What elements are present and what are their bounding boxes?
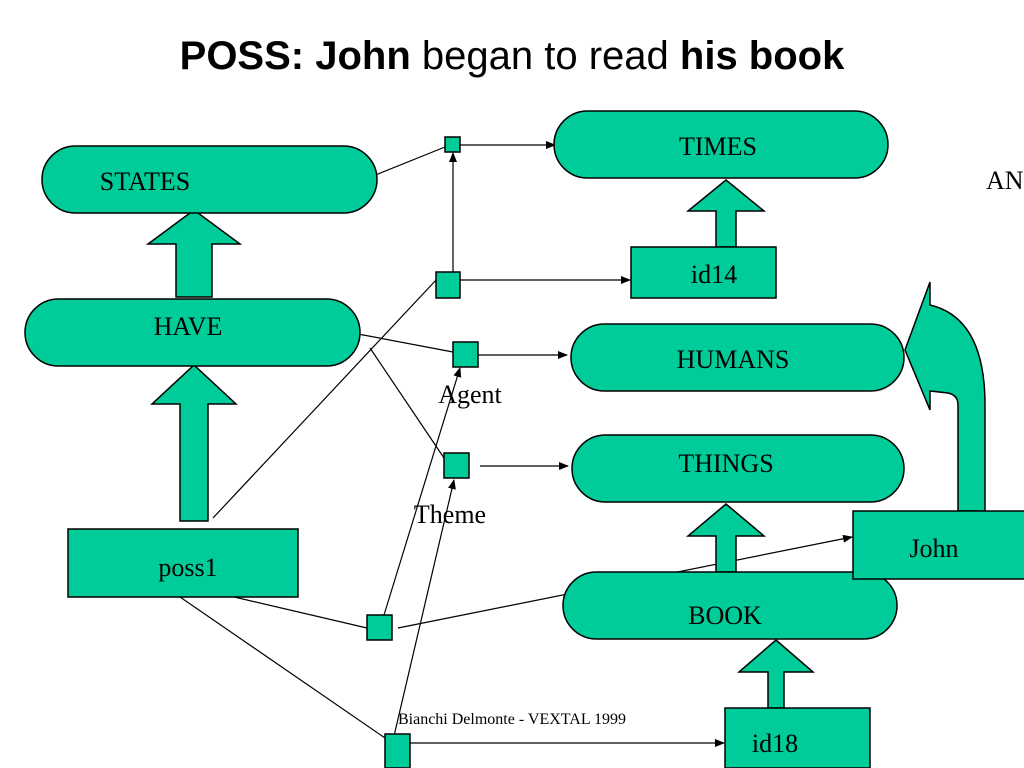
relation-nodes — [366, 136, 479, 768]
title-bold-prefix: POSS: John — [179, 34, 411, 78]
title-bold-suffix: his book — [679, 34, 845, 78]
slide-title: POSS: John began to read his book — [0, 34, 1024, 79]
label-states: STATES — [100, 167, 190, 196]
instance-nodes — [67, 246, 1024, 768]
block-arrows — [145, 179, 986, 709]
isa-arrow-have-to-states — [145, 209, 243, 298]
node-id18 — [724, 707, 871, 768]
class-nodes — [24, 110, 905, 640]
label-id18: id18 — [752, 729, 798, 758]
isa-arrow-book-to-things — [685, 503, 767, 573]
isa-arrow-id18-to-book — [736, 639, 816, 709]
node-poss1 — [67, 528, 299, 598]
relation-node-3 — [452, 341, 479, 368]
node-john — [852, 510, 1024, 580]
label-times: TIMES — [679, 132, 757, 161]
node-humans — [570, 323, 905, 392]
connector-lines — [179, 141, 853, 747]
role-labels: Agent Theme AN — [414, 166, 1024, 529]
relation-node-1 — [444, 136, 461, 153]
line-poss1-to-node2 — [212, 278, 438, 519]
label-edge-text: AN — [986, 166, 1024, 195]
label-things: THINGS — [678, 449, 773, 478]
label-book: BOOK — [688, 601, 762, 630]
label-humans: HUMANS — [677, 345, 790, 374]
isa-arrow-poss1-to-have — [150, 363, 238, 522]
label-agent: Agent — [438, 380, 502, 409]
node-have — [24, 298, 361, 367]
line-poss1-to-node6 — [179, 596, 386, 739]
label-id14: id14 — [691, 260, 737, 289]
node-times — [553, 110, 889, 179]
node-things — [571, 434, 905, 503]
line-states-to-node1 — [367, 146, 446, 179]
node-states — [41, 145, 378, 214]
line-node5-to-node3 — [383, 367, 462, 616]
title-middle: began to read — [410, 34, 680, 78]
label-theme: Theme — [414, 500, 486, 529]
node-book — [562, 571, 898, 640]
node-labels: STATES TIMES HAVE HUMANS THINGS BOOK id1… — [100, 132, 959, 758]
relation-node-5 — [366, 614, 393, 641]
label-poss1: poss1 — [158, 553, 217, 582]
isa-arrow-id14-to-times — [685, 179, 767, 248]
isa-arrow-john-to-humans — [904, 281, 986, 512]
relation-node-4 — [443, 452, 470, 479]
line-poss1-to-node5 — [229, 595, 368, 629]
line-node6-to-node4 — [393, 479, 456, 737]
relation-node-2 — [435, 271, 461, 299]
relation-node-6 — [384, 733, 411, 768]
footer-credit: Bianchi Delmonte - VEXTAL 1999 — [398, 711, 626, 728]
line-have-to-node3 — [357, 333, 454, 353]
label-john: John — [909, 534, 958, 563]
node-id14 — [630, 246, 777, 299]
label-have: HAVE — [154, 312, 223, 341]
line-have-to-node4 — [369, 347, 445, 459]
